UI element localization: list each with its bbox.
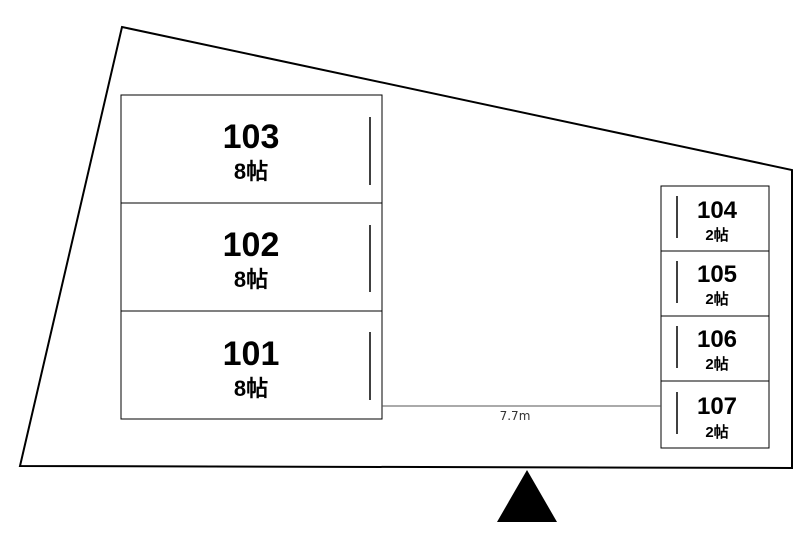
unit-106-number: 106 — [697, 326, 737, 353]
unit-107-box — [660, 380, 770, 449]
unit-104-number: 104 — [697, 197, 738, 224]
unit-104-size: 2帖 — [705, 226, 728, 244]
unit-101-box — [120, 310, 383, 420]
distance-label: 7.7m — [500, 409, 531, 423]
unit-101-number: 101 — [223, 335, 280, 373]
unit-101[interactable]: 101 8帖 — [120, 310, 383, 420]
unit-102[interactable]: 102 8帖 — [120, 202, 383, 312]
unit-102-size: 8帖 — [234, 267, 268, 292]
unit-106-size: 2帖 — [705, 355, 728, 373]
unit-103[interactable]: 103 8帖 — [120, 94, 383, 204]
unit-102-box — [120, 202, 383, 312]
unit-105-size: 2帖 — [705, 290, 728, 308]
unit-107-number: 107 — [697, 393, 737, 420]
unit-102-number: 102 — [223, 226, 280, 264]
triangle-marker — [497, 470, 557, 522]
unit-104[interactable]: 104 2帖 — [660, 185, 770, 252]
unit-106[interactable]: 106 2帖 — [660, 315, 770, 382]
unit-101-size: 8帖 — [234, 376, 268, 401]
unit-105-box — [660, 250, 770, 317]
unit-105[interactable]: 105 2帖 — [660, 250, 770, 317]
unit-103-size: 8帖 — [234, 159, 268, 184]
lot-boundary — [18, 25, 793, 470]
unit-106-box — [660, 315, 770, 382]
unit-107-size: 2帖 — [705, 423, 728, 441]
unit-104-box — [660, 185, 770, 252]
unit-103-number: 103 — [223, 118, 280, 156]
unit-107[interactable]: 107 2帖 — [660, 380, 770, 449]
unit-105-number: 105 — [697, 261, 737, 288]
